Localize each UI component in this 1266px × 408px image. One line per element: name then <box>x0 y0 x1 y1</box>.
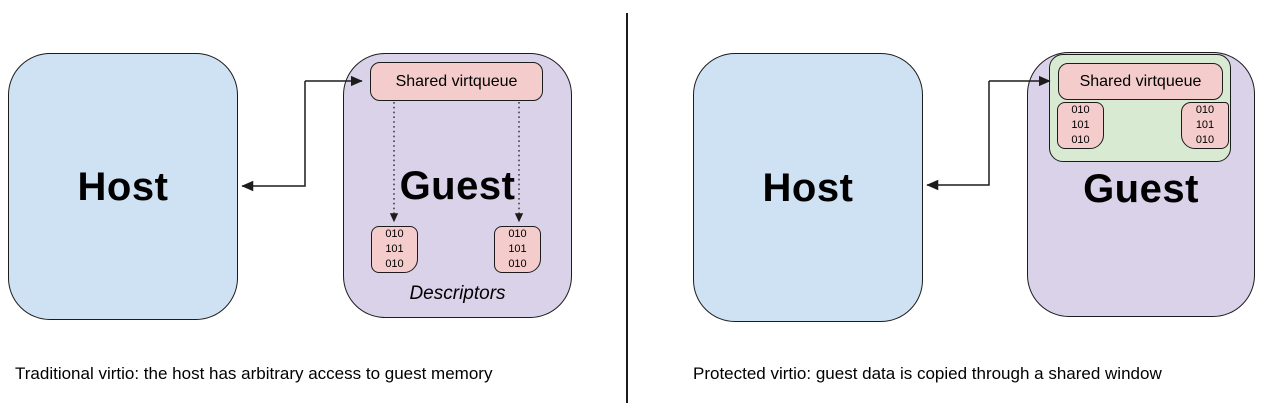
left-descriptors-label: Descriptors <box>409 283 506 304</box>
right-window-box-1: 010 101 010 <box>1057 102 1104 149</box>
left-guest-label: Guest <box>399 164 516 208</box>
right-guest-box: Shared virtqueue 010 101 010 010 101 010… <box>1027 52 1255 317</box>
bits-line: 010 <box>1071 104 1090 116</box>
bits-line: 010 <box>385 228 404 240</box>
right-host-label: Host <box>762 165 854 210</box>
bits-line: 101 <box>1071 119 1090 131</box>
right-virtqueue-box: Shared virtqueue <box>1058 63 1223 100</box>
bits-line: 010 <box>1195 104 1215 116</box>
bits-line: 101 <box>385 243 404 255</box>
right-host-box: Host <box>693 53 923 322</box>
left-virtqueue-box: Shared virtqueue <box>370 62 543 101</box>
left-descriptor-box-2: 010 101 010 <box>494 226 541 273</box>
left-host-label: Host <box>77 164 169 209</box>
left-guest-to-host-arrow <box>241 81 306 192</box>
bits-line: 010 <box>385 258 404 270</box>
bits-line: 101 <box>508 243 527 255</box>
right-guest-label: Guest <box>1083 167 1199 211</box>
left-host-box: Host <box>8 53 238 320</box>
bits-line: 010 <box>1071 134 1090 146</box>
right-shared-window-box: Shared virtqueue 010 101 010 010 101 010 <box>1049 54 1231 162</box>
left-descriptor-box-1: 010 101 010 <box>371 226 418 273</box>
bits-line: 010 <box>1195 134 1215 146</box>
left-caption: Traditional virtio: the host has arbitra… <box>15 364 493 383</box>
bits-line: 010 <box>508 228 527 240</box>
panel-divider <box>626 13 628 403</box>
bits-line: 010 <box>508 258 527 270</box>
bits-line: 101 <box>1195 119 1215 131</box>
left-guest-box: Shared virtqueue Guest 010 101 010 010 1… <box>343 53 572 318</box>
right-window-box-2: 010 101 010 <box>1181 102 1229 149</box>
right-guest-to-host-arrow <box>926 81 990 191</box>
right-caption: Protected virtio: guest data is copied t… <box>693 364 1162 383</box>
